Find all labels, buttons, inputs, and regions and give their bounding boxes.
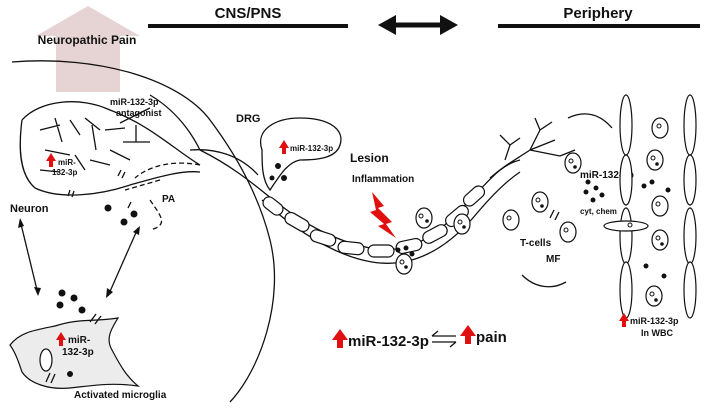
- spinal-nerve-outline: [149, 94, 259, 176]
- drg-cell: [259, 117, 342, 192]
- neuropathic-pain-label: Neuropathic Pain: [38, 33, 137, 47]
- activated-microglia-label: Activated microglia: [74, 390, 167, 401]
- curved-arrow-top: [567, 113, 613, 129]
- drg-mir-label: miR-132-3p: [290, 144, 333, 153]
- neuron-label: Neuron: [10, 203, 49, 215]
- equilibrium-arrows-icon: [431, 330, 457, 348]
- equation-left: miR-132-3p: [348, 333, 429, 350]
- periphery-label: Periphery: [563, 5, 633, 22]
- immune-cells-axon: [395, 207, 471, 275]
- mir-dots-cns: [104, 204, 138, 226]
- double-arrow-icon: [378, 15, 458, 35]
- periphery-cells: [502, 152, 605, 243]
- mf-label: MF: [546, 254, 560, 265]
- antagonist-label-line1: miR-132-3p: [110, 97, 159, 107]
- microglia-mir-label-line2: 132-3p: [62, 347, 94, 358]
- up-arrow-icon: [619, 313, 629, 327]
- antagonist-label-line2: antagonist: [116, 108, 162, 118]
- t-cells-label: T-cells: [520, 238, 552, 249]
- neuron: [19, 101, 201, 231]
- drg-dots: [269, 163, 287, 181]
- periphery-mir-label: miR-132-3p: [580, 170, 634, 181]
- up-arrow-icon: [460, 325, 476, 344]
- lesion-label: Lesion: [350, 151, 389, 165]
- axon-lower: [261, 171, 521, 264]
- drg-label: DRG: [236, 113, 260, 125]
- synapse-marks: [67, 169, 132, 209]
- neuron-mir-label-line2: 132-3p: [52, 168, 77, 177]
- pa-label: PA: [162, 194, 175, 205]
- cns-pns-label: CNS/PNS: [215, 5, 282, 22]
- equation-right: pain: [476, 329, 507, 346]
- mir-dots-microglia: [45, 289, 102, 384]
- cns-outline: [11, 60, 276, 403]
- wbc-mir-label: miR-132-3p: [630, 316, 679, 326]
- neuron-mir-label-line1: miR-: [58, 158, 76, 167]
- cyt-chem-label: cyt, chem: [580, 207, 617, 216]
- microglia-mir-label-line1: miR-: [68, 335, 90, 346]
- neuron-microglia-arrows: [18, 218, 140, 298]
- up-arrow-icon: [46, 153, 56, 167]
- myelin-segments: [262, 185, 486, 258]
- wbc-label: In WBC: [641, 328, 673, 338]
- up-arrow-icon: [279, 140, 289, 154]
- blood-vessel: [603, 94, 697, 319]
- microglia-nucleus: [39, 348, 53, 372]
- neuropathic-pain-arrow-icon: [36, 6, 140, 92]
- up-arrow-icon: [332, 329, 348, 348]
- wbc-cells: [641, 117, 671, 307]
- nerve-ending: [489, 117, 576, 179]
- lightning-icon: [370, 192, 396, 238]
- microglia-cell: [9, 317, 141, 389]
- inflammation-label: Inflammation: [352, 174, 414, 185]
- up-arrow-icon: [56, 332, 66, 346]
- curved-arrow-bottom: [521, 274, 567, 288]
